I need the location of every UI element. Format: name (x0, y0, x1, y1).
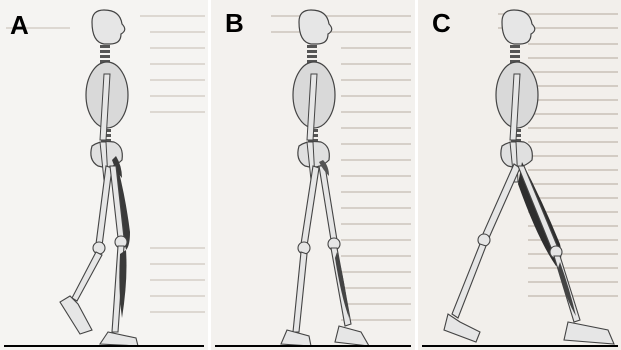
panel-label-b: B (225, 10, 244, 36)
panel-label-a: A (10, 12, 29, 38)
skeleton-figure-a (0, 0, 208, 350)
skeleton-figure-c (418, 0, 621, 350)
panel-c: C (418, 0, 621, 350)
skeleton-figure-b (211, 0, 415, 350)
panel-a: A (0, 0, 208, 350)
panel-b: B (211, 0, 415, 350)
panel-label-c: C (432, 10, 451, 36)
